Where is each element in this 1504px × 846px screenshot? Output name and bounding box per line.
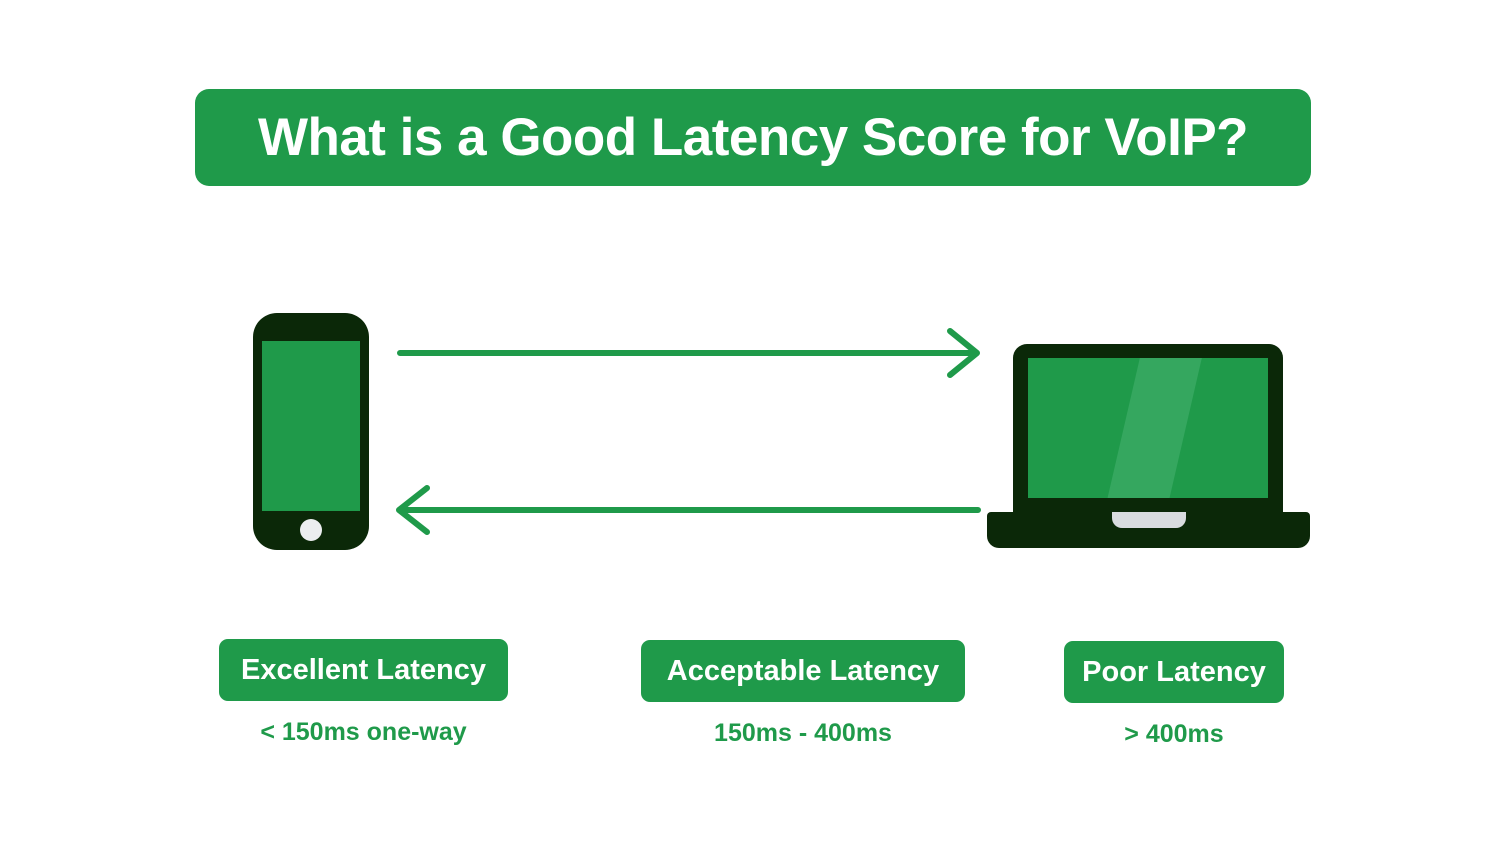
excellent-latency-label: Excellent Latency (241, 653, 486, 686)
arrow-right-icon (397, 328, 980, 378)
title-banner: What is a Good Latency Score for VoIP? (195, 89, 1311, 186)
arrow-left-icon (396, 485, 981, 535)
laptop-screen-bezel (1013, 344, 1283, 512)
acceptable-latency-label: Acceptable Latency (666, 654, 940, 687)
category-acceptable-latency: Acceptable Latency 150ms - 400ms (641, 640, 965, 748)
poor-latency-value: > 400ms (1124, 720, 1224, 748)
category-poor-latency: Poor Latency > 400ms (1064, 641, 1284, 749)
excellent-latency-value: < 150ms one-way (260, 718, 467, 746)
laptop-base (987, 512, 1310, 548)
smartphone-icon (253, 313, 369, 550)
excellent-latency-badge: Excellent Latency (219, 639, 508, 701)
laptop-icon (987, 344, 1310, 548)
laptop-trackpad-notch (1112, 512, 1186, 528)
category-excellent-latency: Excellent Latency < 150ms one-way (219, 639, 508, 747)
phone-screen (262, 341, 360, 511)
poor-latency-label: Poor Latency (1082, 655, 1266, 688)
poor-latency-badge: Poor Latency (1064, 641, 1284, 703)
laptop-display (1028, 358, 1268, 498)
page-title: What is a Good Latency Score for VoIP? (257, 108, 1249, 167)
acceptable-latency-badge: Acceptable Latency (641, 640, 965, 702)
phone-home-button (300, 519, 322, 541)
acceptable-latency-value: 150ms - 400ms (714, 719, 892, 747)
